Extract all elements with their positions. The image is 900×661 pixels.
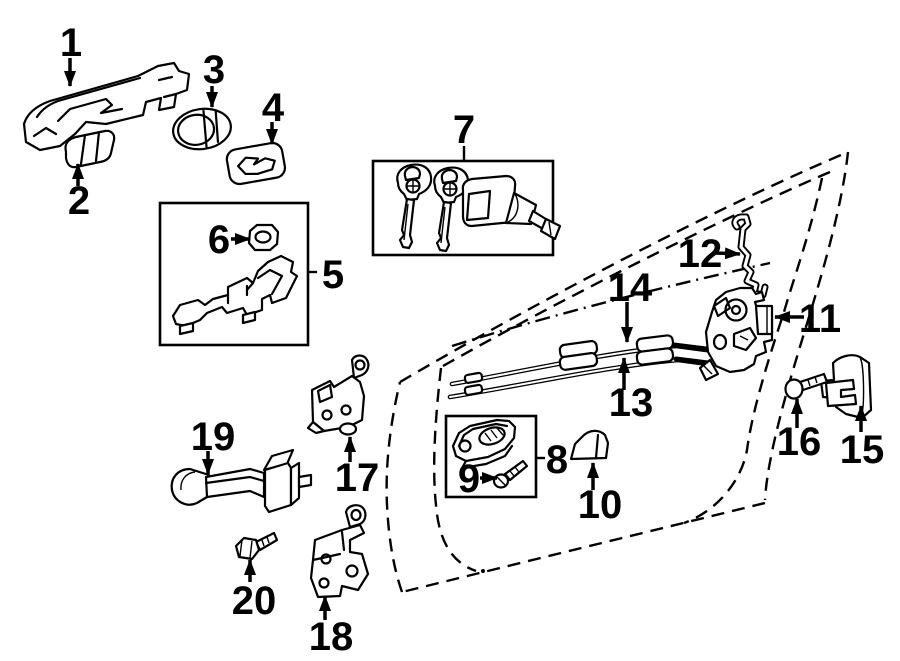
arrow-12 bbox=[715, 247, 741, 260]
lock-cables bbox=[447, 334, 711, 400]
part-6-nut bbox=[247, 223, 280, 252]
door-panel-outline bbox=[385, 150, 850, 594]
callout-20-label: 20 bbox=[232, 579, 277, 623]
part-10-cover bbox=[569, 429, 610, 461]
part-7-key-set-box bbox=[371, 159, 562, 257]
callout-1-label: 1 bbox=[60, 21, 82, 65]
part-17-upper-hinge bbox=[306, 354, 370, 436]
callout-6-label: 6 bbox=[208, 218, 230, 262]
part-12-lock-rod bbox=[731, 213, 769, 299]
callout-arrows bbox=[64, 58, 867, 620]
callout-17-label: 17 bbox=[335, 456, 380, 500]
part-18-lower-hinge bbox=[309, 504, 370, 599]
callout-3-label: 3 bbox=[203, 48, 225, 92]
part-2-handle-cap bbox=[64, 129, 116, 169]
callout-16-label: 16 bbox=[777, 420, 822, 464]
part-11-lock-actuator bbox=[698, 286, 774, 382]
callout-13-label: 13 bbox=[609, 381, 654, 425]
door-window-frame-inner bbox=[442, 167, 838, 368]
callout-2-label: 2 bbox=[68, 179, 90, 223]
door-front-edge bbox=[385, 381, 404, 593]
callout-12-label: 12 bbox=[678, 232, 723, 276]
callout-14-label: 14 bbox=[608, 266, 653, 310]
part-20-hinge-bolt bbox=[234, 531, 279, 561]
cable-14-end-stub bbox=[671, 342, 709, 352]
door-inner-front-line bbox=[432, 367, 477, 573]
part-5-handle-frame bbox=[171, 254, 299, 336]
callout-18-label: 18 bbox=[309, 615, 354, 659]
part-16-striker-bolt bbox=[784, 372, 829, 400]
door-window-frame-outer bbox=[399, 150, 849, 384]
callout-4-label: 4 bbox=[262, 86, 285, 130]
lock-cylinder bbox=[461, 174, 562, 241]
callout-7-label: 7 bbox=[453, 108, 475, 152]
part-15-striker-cover bbox=[819, 354, 873, 420]
part-3-cylinder-cover bbox=[172, 107, 232, 151]
cable-13-ferrule-right bbox=[635, 347, 675, 366]
part-1-outside-handle bbox=[22, 61, 191, 152]
part-5-group-box bbox=[158, 201, 310, 347]
callout-8-label: 8 bbox=[546, 438, 568, 482]
part-4-handle-pad bbox=[225, 141, 287, 186]
callout-10-label: 10 bbox=[578, 483, 623, 527]
callout-11-label: 11 bbox=[799, 297, 841, 341]
part-8-group-box bbox=[444, 414, 538, 499]
cable-14-ferrule-left bbox=[463, 371, 484, 384]
callout-9-label: 9 bbox=[458, 457, 480, 501]
belt-line-dot bbox=[481, 569, 485, 573]
callout-15-label: 15 bbox=[840, 428, 885, 472]
callout-19-label: 19 bbox=[191, 415, 236, 459]
part-8-inside-handle bbox=[451, 418, 517, 470]
part-19-door-check bbox=[170, 448, 313, 514]
cable-13-end-stub bbox=[673, 356, 711, 366]
cable-13-ferrule-mid bbox=[558, 351, 599, 371]
cable-13-ferrule-left bbox=[463, 383, 484, 396]
callout-5-label: 5 bbox=[322, 253, 344, 297]
callout-labels: 1 2 3 4 5 6 7 8 9 10 11 12 13 14 15 16 1… bbox=[60, 21, 884, 659]
